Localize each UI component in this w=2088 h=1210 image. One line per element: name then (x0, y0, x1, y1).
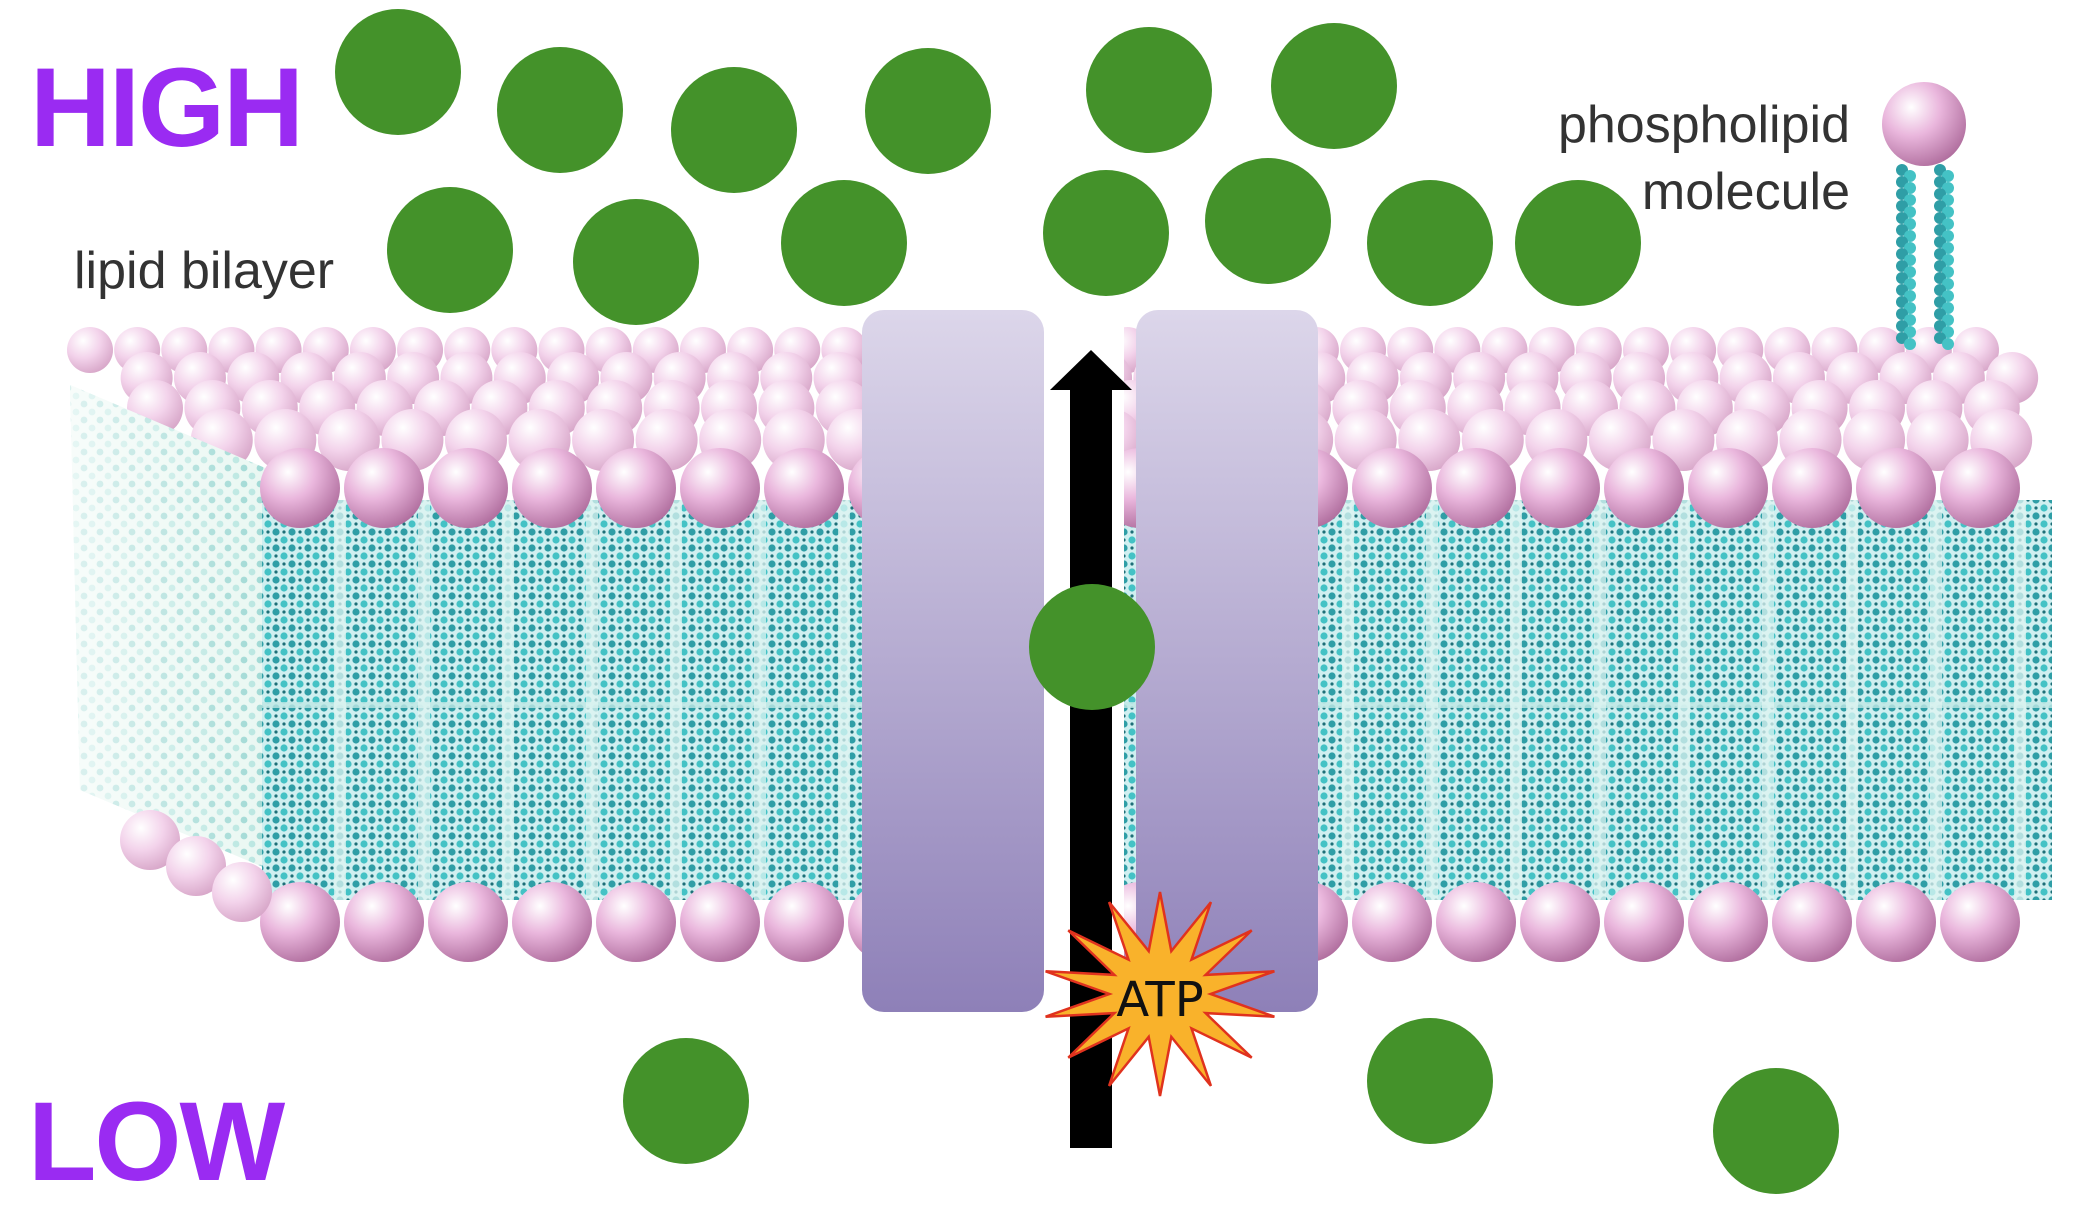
solute-particle (1271, 23, 1397, 149)
solute-particle (1367, 180, 1493, 306)
phospholipid-head (1940, 448, 2020, 528)
phospholipid-head (596, 448, 676, 528)
tail-gap (754, 500, 766, 900)
phospholipid-head (67, 327, 113, 373)
phospholipid-head (680, 882, 760, 962)
phospholipid-head (120, 810, 180, 870)
phospholipid-head (428, 448, 508, 528)
tail-bead (1904, 338, 1916, 350)
tail-gap (1342, 500, 1354, 900)
phospholipid-head (344, 448, 424, 528)
solute-particle (1713, 1068, 1839, 1194)
phospholipid-head (680, 448, 760, 528)
solute-particle (497, 47, 623, 173)
tail-gap (1846, 500, 1858, 900)
solute-particle (1367, 1018, 1493, 1144)
phospholipid-head (1652, 409, 1715, 471)
atp-burst (1045, 891, 1275, 1097)
phospholipid-head (1520, 882, 1600, 962)
solute-particle (671, 67, 797, 193)
tail-gap (502, 500, 514, 900)
phospholipid-head (1604, 882, 1684, 962)
solute-particle (1029, 584, 1155, 710)
phospholipid-head (1772, 448, 1852, 528)
phospholipid-head (1940, 882, 2020, 962)
transport-arrow-head (1050, 350, 1132, 390)
phospholipid-head (1436, 882, 1516, 962)
tail-bead (1942, 338, 1954, 350)
phospholipid-head (1906, 409, 1969, 471)
solute-particle (781, 180, 907, 306)
tail-gap (1510, 500, 1522, 900)
phospholipid-head (344, 882, 424, 962)
phospholipid-head (1352, 882, 1432, 962)
phospholipid-head (260, 448, 340, 528)
channel-protein-left (862, 310, 1044, 1012)
solute-particles (335, 9, 1839, 1194)
tail-gap (586, 500, 598, 900)
tail-gap (1594, 500, 1606, 900)
solute-particle (865, 48, 991, 174)
phospholipid-head (596, 882, 676, 962)
high-concentration-label: HIGH (30, 45, 304, 170)
tail-gap (1930, 500, 1942, 900)
tail-gap (1426, 500, 1438, 900)
solute-particle (1205, 158, 1331, 284)
tail-gap (1678, 500, 1690, 900)
phospholipid-head (1520, 448, 1600, 528)
low-concentration-label: LOW (28, 1079, 285, 1204)
phospholipid-molecule-label: phospholipid molecule (1558, 92, 1850, 225)
phospholipid-head (1352, 448, 1432, 528)
solute-particle (623, 1038, 749, 1164)
phospholipid-label-line1: phospholipid (1557, 96, 1850, 154)
phospholipid-head (764, 448, 844, 528)
tail-gap (838, 500, 850, 900)
phospholipid-head (1856, 448, 1936, 528)
solute-particle (573, 199, 699, 325)
phospholipid-molecule-icon (1882, 82, 1966, 350)
phospholipid-head (1772, 882, 1852, 962)
phospholipid-head (428, 882, 508, 962)
tail-gap (334, 500, 346, 900)
solute-particle (1043, 170, 1169, 296)
channel-protein-right (1136, 310, 1318, 1012)
tail-gap (1762, 500, 1774, 900)
phospholipid-head (512, 448, 592, 528)
solute-particle (387, 187, 513, 313)
tail-gap (670, 500, 682, 900)
phospholipid-head (1688, 882, 1768, 962)
phospholipid-head (1856, 882, 1936, 962)
tail-gap (2014, 500, 2026, 900)
phospholipid-head (212, 862, 272, 922)
solute-particle (1515, 180, 1641, 306)
phospholipid-head (764, 882, 844, 962)
phospholipid-head (1604, 448, 1684, 528)
phospholipid-head (166, 836, 226, 896)
membrane-side-shading (70, 385, 270, 870)
tail-gap (418, 500, 430, 900)
phospholipid-head (512, 882, 592, 962)
solute-particle (335, 9, 461, 135)
lipid-bilayer-label: lipid bilayer (74, 242, 335, 300)
phospholipid-head (260, 882, 340, 962)
phospholipid-label-line2: molecule (1641, 162, 1850, 221)
phospholipid-head (1436, 448, 1516, 528)
atp-label: ATP (1116, 972, 1204, 1028)
solute-particle (1086, 27, 1212, 153)
phospholipid-head (1688, 448, 1768, 528)
